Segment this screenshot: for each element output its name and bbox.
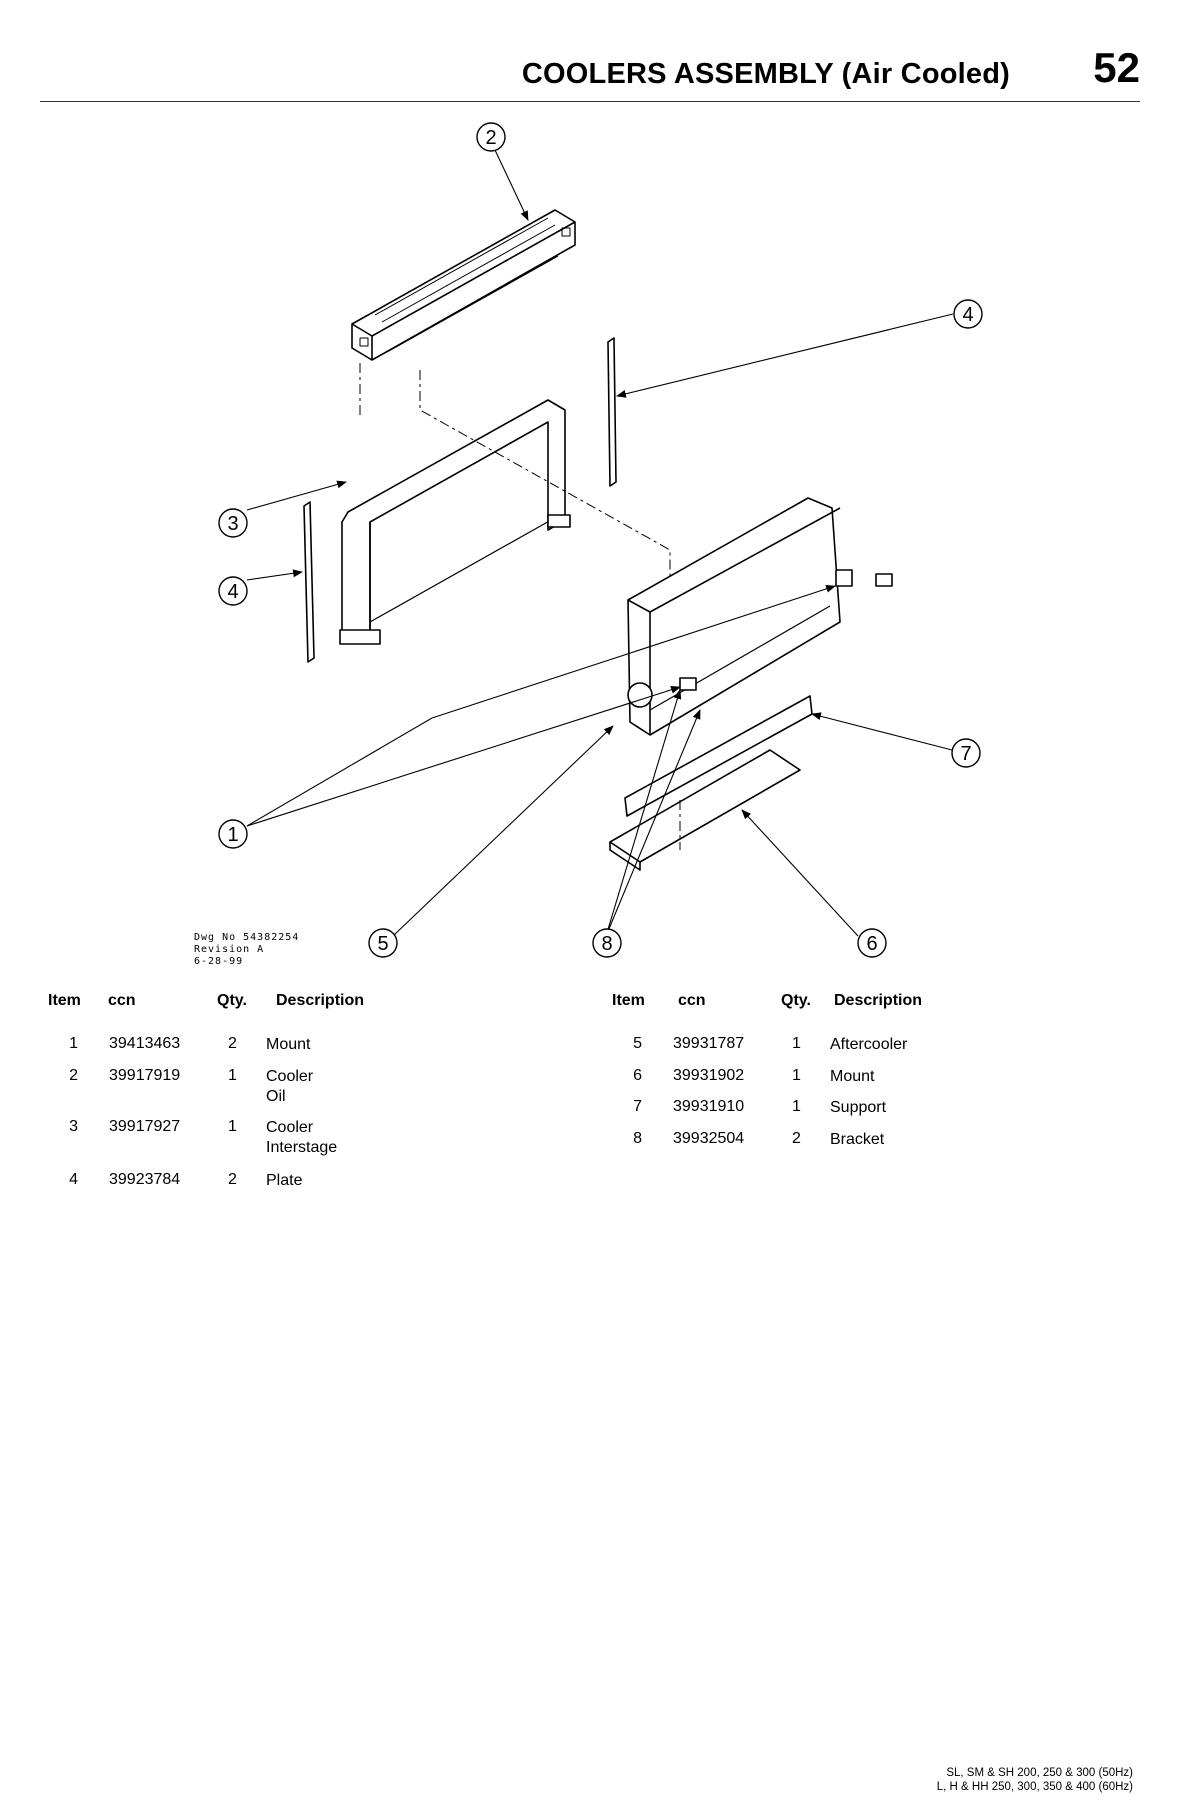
table-row: 8 39932504 2 Bracket: [633, 1130, 885, 1148]
svg-text:7: 7: [960, 743, 971, 765]
exploded-assembly-drawing: 2 4 3 4 7 1 5 8 6: [218, 122, 983, 958]
header-qty: Qty.: [217, 992, 247, 1009]
svg-text:3: 3: [227, 513, 238, 535]
drawing-revision-note: Dwg No 54382254 Revision A 6-28-99: [194, 932, 300, 967]
table-row: 7 39931910 1 Support: [633, 1098, 887, 1116]
svg-text:6: 6: [866, 933, 877, 955]
header-item: Item: [612, 992, 645, 1009]
callout-7: 7: [951, 738, 981, 768]
callout-5: 5: [368, 928, 398, 958]
footer-models-50hz: SL, SM & SH 200, 250 & 300 (50Hz): [946, 1767, 1133, 1779]
oil-cooler-part: [351, 209, 576, 361]
svg-text:8: 8: [601, 933, 612, 955]
table-row: 4 39923784 2 Plate: [69, 1171, 303, 1189]
callout-3: 3: [218, 508, 248, 538]
table-row: 2 39917919 1 Cooler Oil: [69, 1067, 314, 1105]
footer-models-60hz: L, H & HH 250, 300, 350 & 400 (60Hz): [936, 1781, 1133, 1793]
header-qty: Qty.: [781, 992, 811, 1009]
header-rule: [40, 101, 1140, 102]
page-footer: SL, SM & SH 200, 250 & 300 (50Hz) L, H &…: [937, 1766, 1133, 1794]
table-row: 1 39413463 2 Mount: [69, 1035, 311, 1053]
page-number: 52: [1093, 44, 1140, 91]
callout-8: 8: [592, 928, 622, 958]
callout-1: 1: [218, 819, 248, 849]
header-item: Item: [48, 992, 81, 1009]
page-title: COOLERS ASSEMBLY (Air Cooled): [521, 58, 1010, 90]
header-ccn: ccn: [108, 992, 136, 1009]
header-description: Description: [834, 992, 923, 1009]
svg-text:4: 4: [227, 581, 238, 603]
page-header: COOLERS ASSEMBLY (Air Cooled) 52: [40, 38, 1140, 102]
table-row: 6 39931902 1 Mount: [633, 1067, 875, 1085]
table-row: 3 39917927 1 Cooler Interstage: [69, 1118, 338, 1156]
header-description: Description: [276, 992, 365, 1009]
aftercooler-part: [627, 497, 893, 736]
callout-6: 6: [857, 928, 887, 958]
svg-text:5: 5: [377, 933, 388, 955]
callout-4-right: 4: [953, 299, 983, 329]
header-ccn: ccn: [678, 992, 706, 1009]
svg-text:4: 4: [962, 304, 973, 326]
table-row: 5 39931787 1 Aftercooler: [633, 1035, 908, 1053]
svg-text:2: 2: [485, 127, 496, 149]
interstage-cooler-part: [339, 360, 671, 645]
callout-2: 2: [476, 122, 506, 152]
svg-text:1: 1: [227, 824, 238, 846]
plate-part-right: [607, 337, 617, 487]
plate-part-left: [303, 501, 315, 663]
callout-4-left: 4: [218, 576, 248, 606]
